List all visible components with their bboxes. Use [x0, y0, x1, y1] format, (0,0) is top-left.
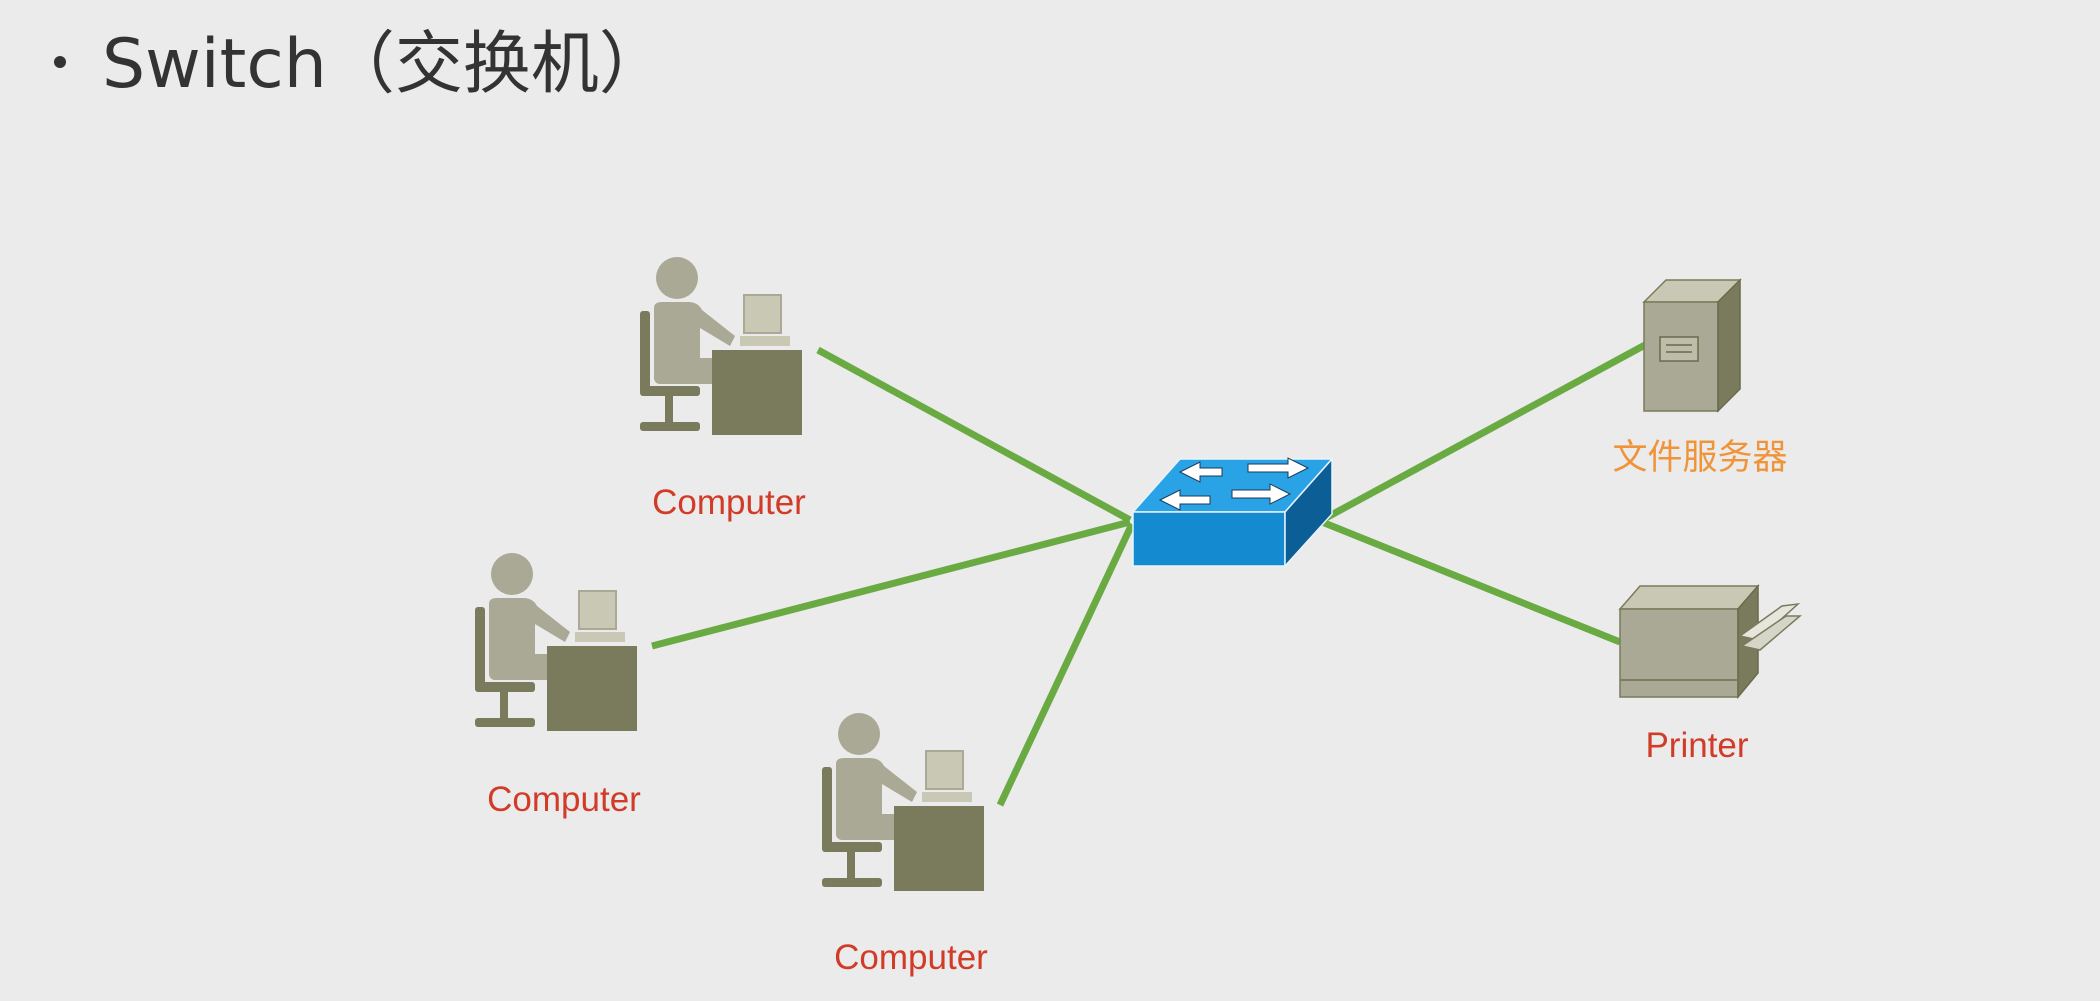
slide-title-text: Switch（交换机） — [102, 25, 667, 104]
node-label: 文件服务器 — [1612, 438, 1787, 478]
file-server-icon — [1642, 278, 1742, 413]
node-printer: Printer — [1618, 583, 1803, 765]
node-file-server: 文件服务器 — [1612, 278, 1788, 478]
user-at-computer-icon — [639, 256, 803, 436]
node-switch — [1131, 457, 1334, 568]
bullet-point — [54, 55, 66, 68]
node-computer-1: Computer — [639, 256, 806, 522]
slide-title: Switch（交换机） — [54, 8, 667, 107]
network-switch-icon — [1131, 457, 1334, 568]
node-label: Computer — [834, 938, 988, 977]
link-printer — [1320, 518, 1622, 646]
node-label: Printer — [1645, 726, 1748, 765]
link-computer-3 — [996, 522, 1136, 807]
printer-icon — [1618, 583, 1803, 700]
user-at-computer-icon — [474, 552, 638, 732]
link-file-server — [1320, 341, 1647, 524]
node-computer-2: Computer — [474, 552, 641, 819]
user-at-computer-icon — [821, 712, 985, 892]
links — [651, 341, 1647, 807]
node-label: Computer — [487, 780, 641, 819]
node-label: Computer — [652, 483, 806, 522]
link-computer-1 — [816, 346, 1132, 524]
node-computer-3: Computer — [821, 712, 988, 977]
link-computer-2 — [651, 518, 1131, 650]
